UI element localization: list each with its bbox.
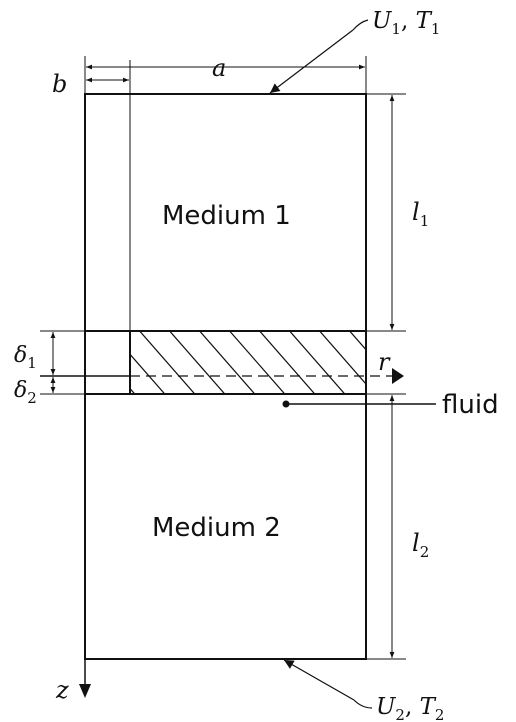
fluid-layer	[129, 330, 367, 395]
z-axis-arrowhead	[79, 684, 91, 698]
label-top-boundary: U1, T1	[372, 8, 440, 38]
label-medium-1: Medium 1	[162, 201, 291, 231]
label-r: r	[378, 348, 391, 376]
label-delta1: δ1	[14, 343, 37, 372]
top-boundary-leader-hook	[352, 19, 369, 31]
label-z: z	[55, 676, 69, 704]
label-medium-2: Medium 2	[152, 513, 281, 543]
label-delta2: δ2	[14, 378, 37, 407]
bottom-boundary-leader	[283, 659, 355, 701]
fluid-hatching	[130, 331, 366, 394]
r-axis-arrowhead	[392, 368, 404, 384]
label-bottom-boundary: U2, T2	[376, 694, 444, 722]
label-fluid: fluid	[442, 390, 499, 420]
bottom-boundary-leader-hook	[353, 699, 373, 709]
label-b: b	[52, 70, 67, 98]
label-a: a	[212, 54, 226, 82]
label-l2: l2	[412, 529, 429, 561]
label-l1: l1	[412, 198, 429, 230]
top-boundary-leader	[269, 29, 354, 94]
